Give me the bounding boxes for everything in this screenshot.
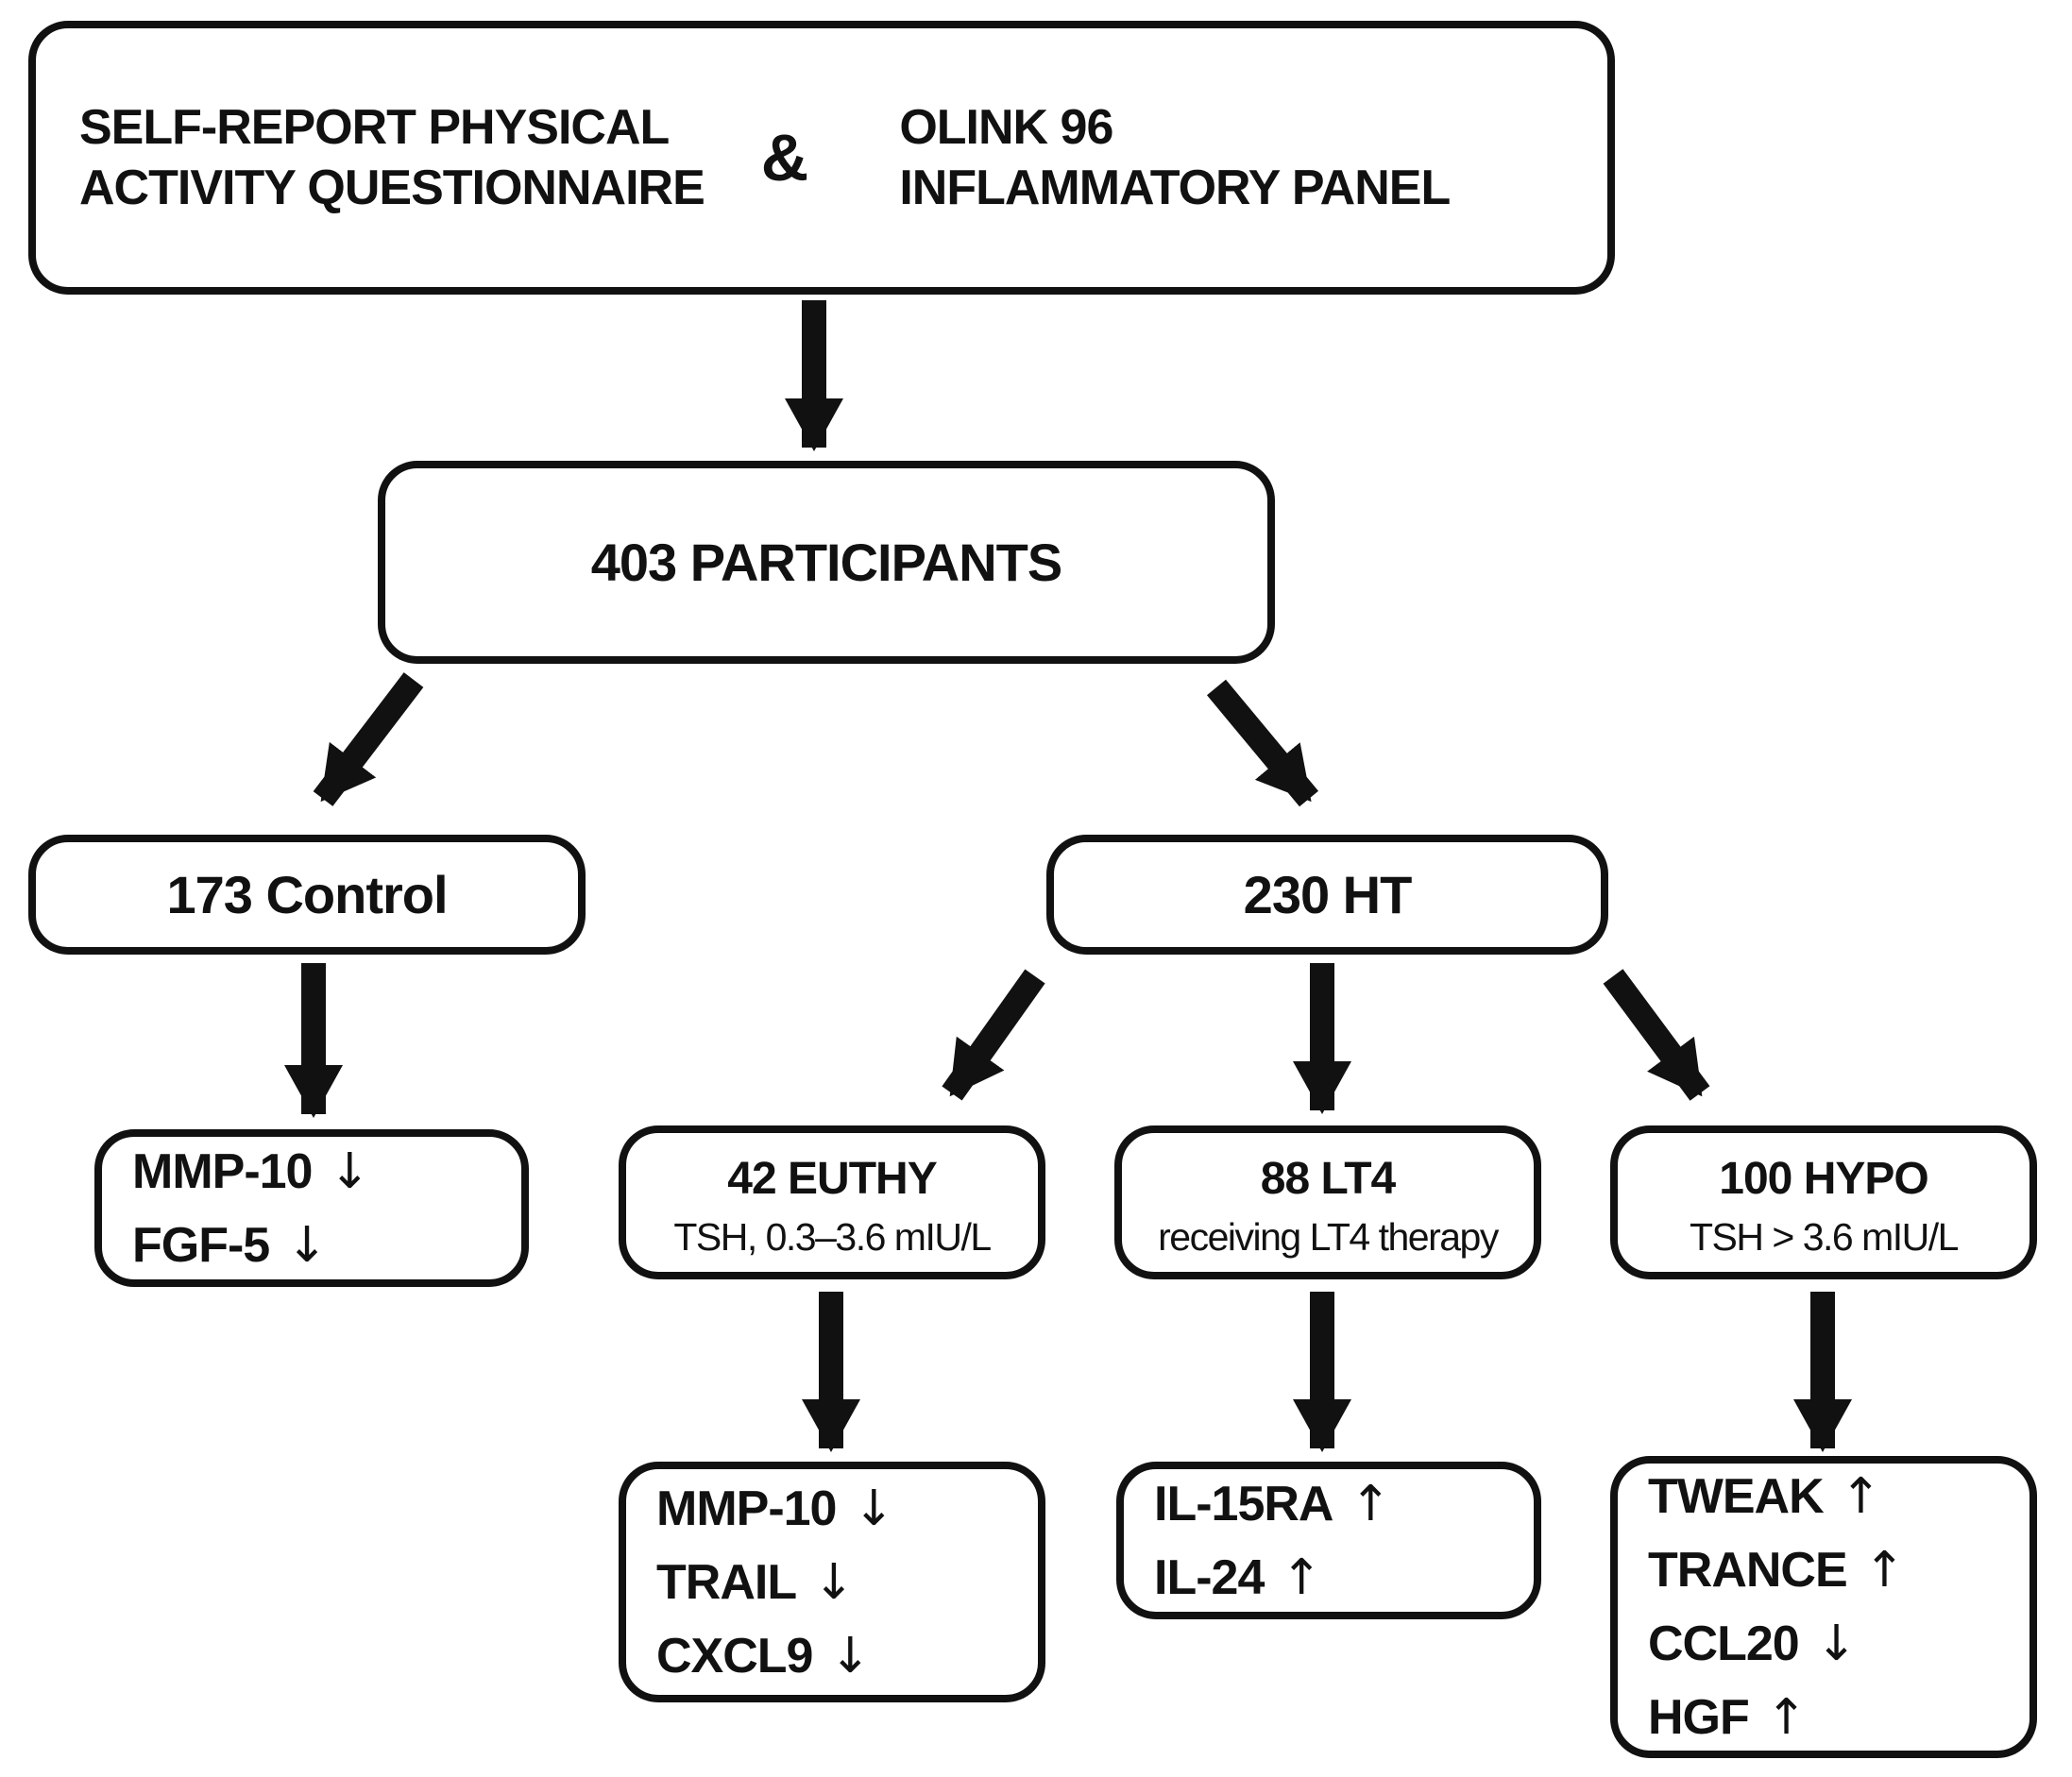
hypo-tsh-range: TSH > 3.6 mIU/L bbox=[1690, 1214, 1959, 1259]
lt4-title: 88 LT4 bbox=[1260, 1153, 1396, 1204]
biomarker-row: IL-24 ↑ bbox=[1154, 1541, 1322, 1615]
node-hypo-subgroup: 100 HYPO TSH > 3.6 mIU/L bbox=[1610, 1125, 2037, 1279]
ht-group-label: 230 HT bbox=[1243, 865, 1413, 924]
node-control-biomarkers: MMP-10 ↓ FGF-5 ↓ bbox=[94, 1129, 529, 1287]
node-control-group: 173 Control bbox=[28, 835, 586, 955]
euthy-title: 42 EUTHY bbox=[727, 1153, 937, 1204]
control-group-label: 173 Control bbox=[166, 865, 448, 924]
down-arrow-glyph: ↓ bbox=[286, 1216, 328, 1274]
biomarker-name: MMP-10 bbox=[132, 1143, 313, 1199]
biomarker-name: HGF bbox=[1648, 1690, 1750, 1745]
biomarker-row: HGF ↑ bbox=[1648, 1681, 1807, 1754]
up-arrow-glyph: ↑ bbox=[1765, 1689, 1808, 1746]
biomarker-row: CXCL9 ↓ bbox=[656, 1619, 871, 1693]
biomarker-row: TRANCE ↑ bbox=[1648, 1533, 1905, 1607]
olink-line1: OLINK 96 bbox=[899, 100, 1113, 155]
ampersand-joiner: & bbox=[760, 121, 809, 195]
node-ht-group: 230 HT bbox=[1046, 835, 1608, 955]
down-arrow-glyph: ↓ bbox=[853, 1480, 895, 1537]
down-arrow-glyph: ↓ bbox=[829, 1627, 872, 1684]
biomarker-name: CXCL9 bbox=[656, 1628, 813, 1684]
arrow-participants-to-control bbox=[313, 672, 424, 806]
node-euthy-biomarkers: MMP-10 ↓ TRAIL ↓ CXCL9 ↓ bbox=[619, 1462, 1045, 1702]
down-arrow-glyph: ↓ bbox=[329, 1142, 371, 1200]
node-participants: 403 PARTICIPANTS bbox=[378, 461, 1275, 664]
hypo-title: 100 HYPO bbox=[1719, 1153, 1928, 1204]
biomarker-row: IL-15RA ↑ bbox=[1154, 1467, 1391, 1541]
biomarker-name: TRANCE bbox=[1648, 1543, 1848, 1598]
biomarker-row: MMP-10 ↓ bbox=[132, 1135, 370, 1209]
arrow-participants-to-ht bbox=[1206, 679, 1319, 807]
biomarker-row: TRAIL ↓ bbox=[656, 1546, 855, 1619]
biomarker-name: IL-15RA bbox=[1154, 1476, 1333, 1532]
biomarker-name: TRAIL bbox=[656, 1554, 797, 1610]
biomarker-name: FGF-5 bbox=[132, 1217, 270, 1273]
biomarker-name: MMP-10 bbox=[656, 1481, 837, 1536]
questionnaire-line1: SELF-REPORT PHYSICAL bbox=[79, 100, 670, 155]
olink-panel-text-block: OLINK 96 INFLAMMATORY PANEL bbox=[899, 97, 1451, 218]
biomarker-row: CCL20 ↓ bbox=[1648, 1607, 1857, 1681]
euthy-tsh-range: TSH, 0.3–3.6 mIU/L bbox=[673, 1214, 992, 1259]
questionnaire-line2: ACTIVITY QUESTIONNAIRE bbox=[79, 161, 705, 215]
up-arrow-glyph: ↑ bbox=[1350, 1475, 1392, 1532]
down-arrow-glyph: ↓ bbox=[813, 1553, 855, 1611]
biomarker-row: MMP-10 ↓ bbox=[656, 1472, 894, 1546]
biomarker-name: TWEAK bbox=[1648, 1469, 1825, 1524]
node-lt4-subgroup: 88 LT4 receiving LT4 therapy bbox=[1114, 1125, 1541, 1279]
olink-line2: INFLAMMATORY PANEL bbox=[899, 161, 1451, 215]
biomarker-row: FGF-5 ↓ bbox=[132, 1209, 328, 1282]
node-euthy-subgroup: 42 EUTHY TSH, 0.3–3.6 mIU/L bbox=[619, 1125, 1045, 1279]
up-arrow-glyph: ↑ bbox=[1840, 1468, 1882, 1525]
arrow-ht-to-hypo bbox=[1603, 969, 1710, 1101]
participants-label: 403 PARTICIPANTS bbox=[590, 533, 1062, 592]
node-hypo-biomarkers: TWEAK ↑ TRANCE ↑ CCL20 ↓ HGF ↑ bbox=[1610, 1456, 2037, 1758]
lt4-therapy-note: receiving LT4 therapy bbox=[1158, 1214, 1499, 1259]
questionnaire-text-block: SELF-REPORT PHYSICAL ACTIVITY QUESTIONNA… bbox=[79, 97, 705, 218]
arrow-ht-to-euthy bbox=[942, 969, 1045, 1101]
node-lt4-biomarkers: IL-15RA ↑ IL-24 ↑ bbox=[1116, 1462, 1541, 1619]
node-questionnaire-and-panel: SELF-REPORT PHYSICAL ACTIVITY QUESTIONNA… bbox=[28, 21, 1615, 295]
biomarker-name: IL-24 bbox=[1154, 1549, 1265, 1605]
down-arrow-glyph: ↓ bbox=[1815, 1616, 1858, 1672]
biomarker-name: CCL20 bbox=[1648, 1616, 1800, 1671]
biomarker-row: TWEAK ↑ bbox=[1648, 1460, 1881, 1533]
up-arrow-glyph: ↑ bbox=[1863, 1542, 1906, 1599]
up-arrow-glyph: ↑ bbox=[1281, 1549, 1322, 1606]
